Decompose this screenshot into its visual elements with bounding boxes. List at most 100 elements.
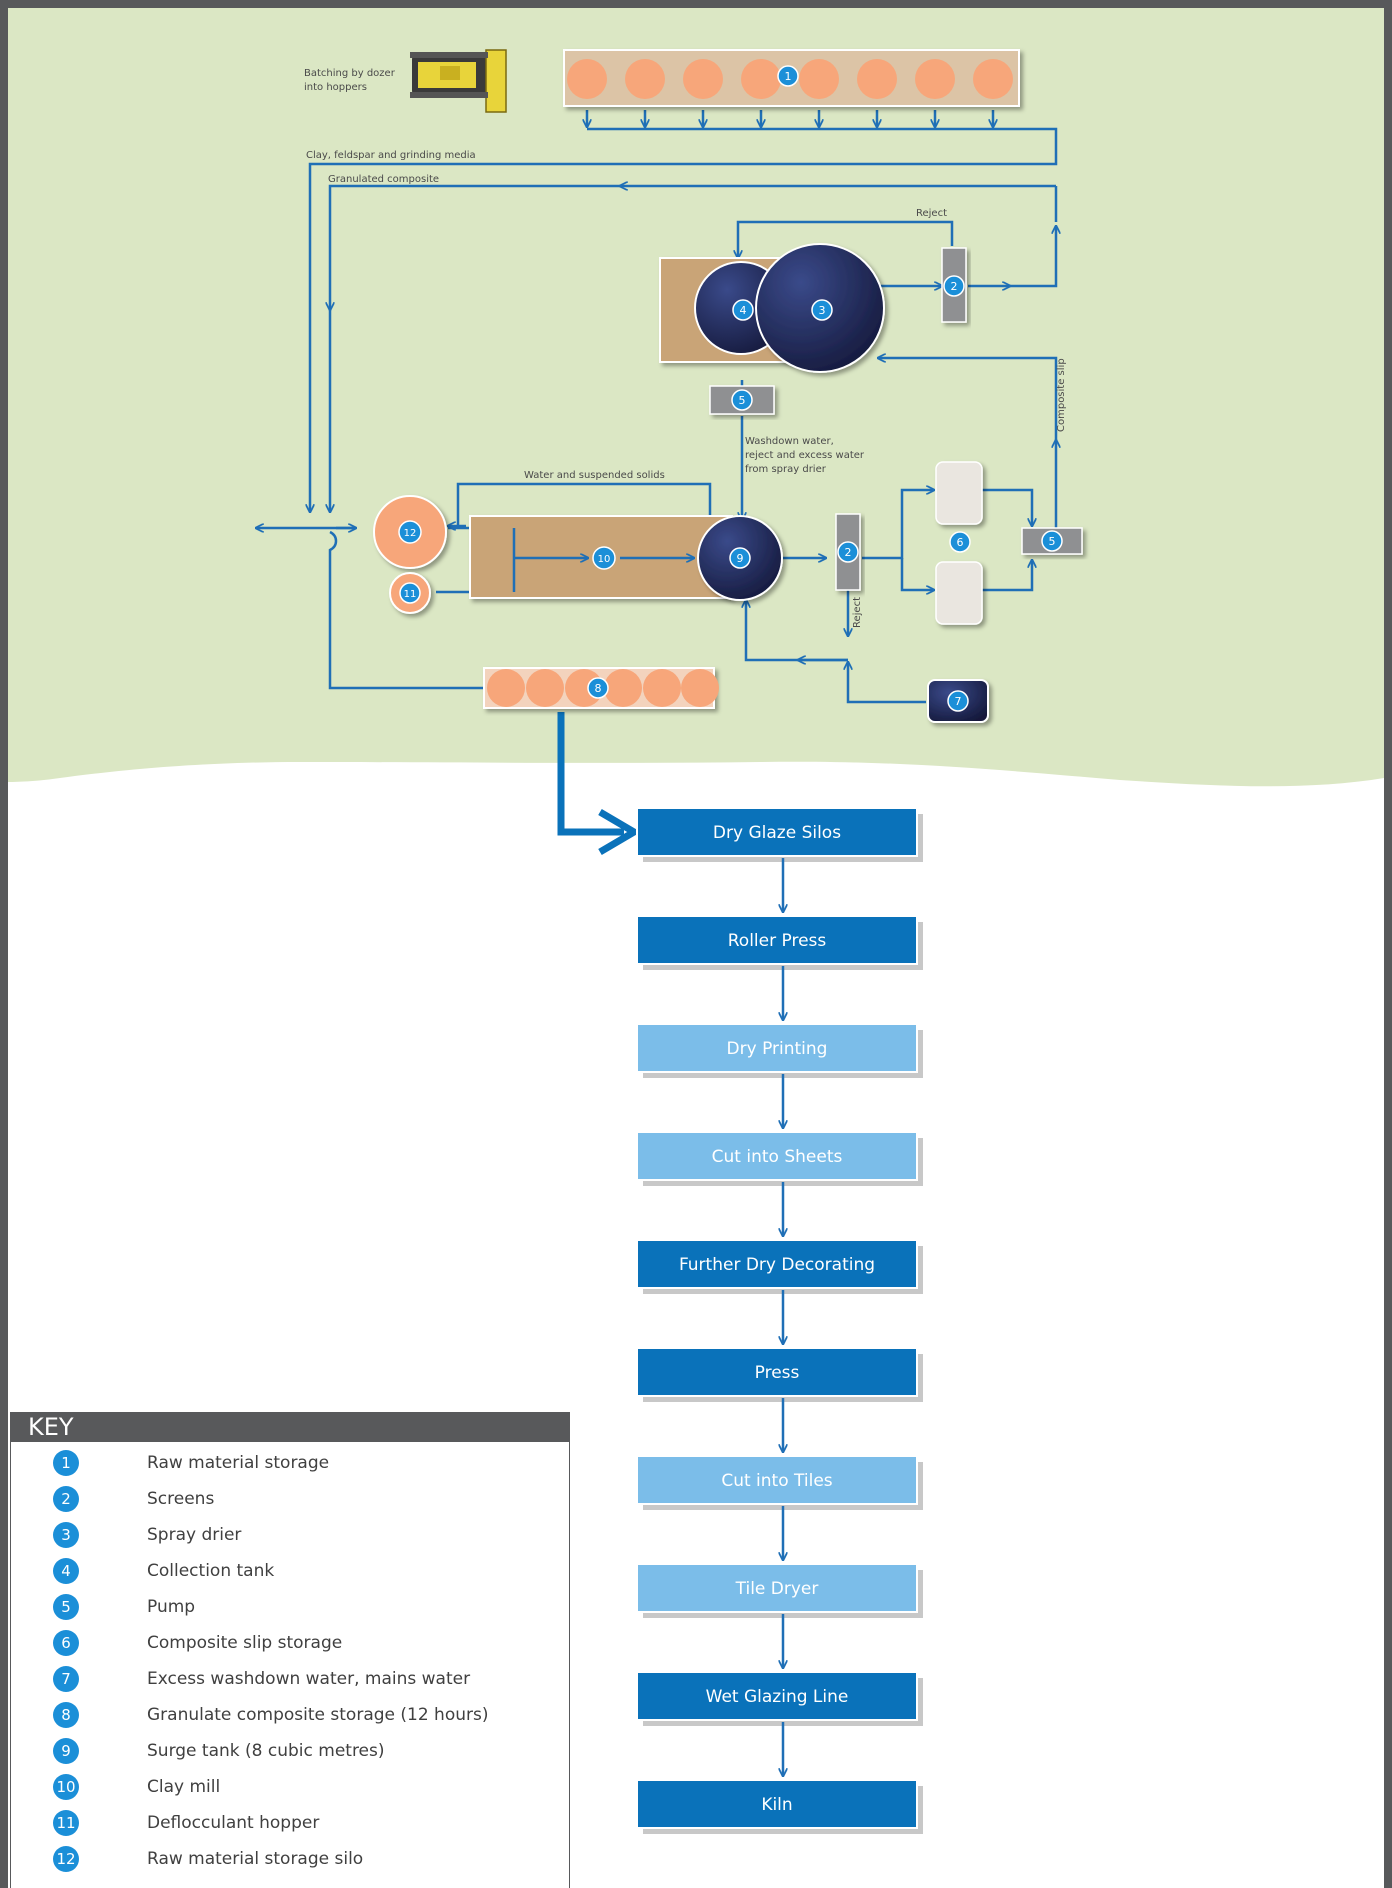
marker-6: 6 [949, 531, 971, 553]
process-step-1: Dry Glaze Silos [636, 807, 923, 912]
svg-text:1: 1 [785, 70, 792, 83]
marker-4: 4 [732, 299, 754, 321]
label-reject-side: Reject [852, 597, 863, 628]
svg-text:2: 2 [845, 546, 852, 559]
key-item-number: 12 [53, 1846, 79, 1872]
svg-text:6: 6 [957, 536, 964, 549]
svg-text:8: 8 [595, 682, 602, 695]
label-washdown-line-3: from spray drier [745, 464, 827, 475]
key-item-text: Spray drier [147, 1525, 242, 1545]
key-item-number: 4 [53, 1558, 79, 1584]
process-step-label: Wet Glazing Line [706, 1687, 849, 1707]
marker-2-middle: 2 [837, 541, 859, 563]
svg-text:3: 3 [819, 304, 826, 317]
marker-10: 10 [592, 546, 616, 570]
key-item-number: 11 [53, 1810, 79, 1836]
marker-9: 9 [729, 547, 751, 569]
marker-2-top: 2 [943, 275, 965, 297]
key-item-text: Pump [147, 1597, 196, 1617]
label-granulated-composite: Granulated composite [328, 174, 439, 185]
key-item-number: 6 [53, 1630, 79, 1656]
label-composite-slip: Composite slip [1056, 358, 1067, 432]
marker-12: 12 [398, 520, 422, 544]
process-step-9: Wet Glazing Line [636, 1671, 923, 1776]
process-step-label: Tile Dryer [735, 1579, 819, 1599]
process-step-label: Dry Printing [727, 1039, 828, 1059]
key-item-text: Collection tank [147, 1561, 275, 1581]
composite-slip-storage-lower [935, 561, 983, 625]
svg-text:7: 7 [955, 695, 962, 708]
process-step-label: Cut into Tiles [721, 1471, 832, 1491]
process-step-box [636, 1239, 918, 1289]
process-step-3: Dry Printing [636, 1023, 923, 1128]
plant-area-background [8, 8, 1384, 787]
process-step-box [636, 1455, 918, 1505]
process-step-label: Kiln [761, 1795, 792, 1815]
process-step-box [636, 1347, 918, 1397]
process-step-box [636, 807, 918, 857]
main-output-arrow [557, 712, 641, 856]
marker-5-top: 5 [731, 389, 753, 411]
svg-text:12: 12 [404, 528, 417, 539]
process-step-5: Further Dry Decorating [636, 1239, 923, 1344]
key-item-text: Excess washdown water, mains water [147, 1669, 471, 1689]
label-batching-line-2: into hoppers [304, 82, 367, 93]
key-title: KEY [10, 1412, 570, 1442]
key-item-text: Screens [147, 1489, 215, 1509]
label-clay-media: Clay, feldspar and grinding media [306, 150, 476, 161]
marker-3: 3 [811, 299, 833, 321]
key-item: 1 Raw material storage [11, 1448, 571, 1478]
label-washdown-line-1: Washdown water, [745, 436, 834, 447]
marker-1: 1 [777, 65, 799, 87]
svg-text:9: 9 [737, 552, 744, 565]
key-item-number: 3 [53, 1522, 79, 1548]
key-item-text: Granulate composite storage (12 hours) [147, 1705, 489, 1725]
svg-text:5: 5 [739, 394, 746, 407]
dozer-icon [410, 49, 507, 113]
key-item-text: Raw material storage [147, 1453, 330, 1473]
process-step-label: Press [755, 1363, 800, 1383]
svg-text:4: 4 [740, 304, 747, 317]
process-step-label: Further Dry Decorating [679, 1255, 875, 1275]
key-item-text: Deflocculant hopper [147, 1813, 320, 1833]
key-item-text: Raw material storage silo [147, 1849, 364, 1869]
key-item-number: 1 [53, 1450, 79, 1476]
key-item: 4 Collection tank [11, 1556, 571, 1586]
svg-text:10: 10 [598, 554, 611, 565]
process-step-8: Tile Dryer [636, 1563, 923, 1668]
process-step-4: Cut into Sheets [636, 1131, 923, 1236]
key-item-text: Surge tank (8 cubic metres) [147, 1741, 385, 1761]
process-step-box [636, 1023, 918, 1073]
process-step-10: Kiln [636, 1779, 923, 1834]
process-step-label: Cut into Sheets [712, 1147, 843, 1167]
marker-7: 7 [947, 690, 969, 712]
key-item: 3 Spray drier [11, 1520, 571, 1550]
svg-text:5: 5 [1049, 535, 1056, 548]
process-step-label: Roller Press [728, 931, 827, 951]
key-item-number: 7 [53, 1666, 79, 1692]
label-batching-line-1: Batching by dozer [304, 68, 396, 79]
key-item: 12 Raw material storage silo [11, 1844, 571, 1874]
composite-slip-storage-upper [935, 461, 983, 525]
svg-text:11: 11 [404, 589, 417, 600]
key-item-text: Clay mill [147, 1777, 221, 1797]
svg-text:2: 2 [951, 280, 958, 293]
marker-8: 8 [587, 677, 609, 699]
key-item: 10 Clay mill [11, 1772, 571, 1802]
key-item-number: 10 [53, 1774, 79, 1800]
marker-11: 11 [399, 582, 421, 604]
process-step-7: Cut into Tiles [636, 1455, 923, 1560]
key-item: 7 Excess washdown water, mains water [11, 1664, 571, 1694]
process-step-6: Press [636, 1347, 923, 1452]
process-step-label: Dry Glaze Silos [713, 823, 841, 843]
